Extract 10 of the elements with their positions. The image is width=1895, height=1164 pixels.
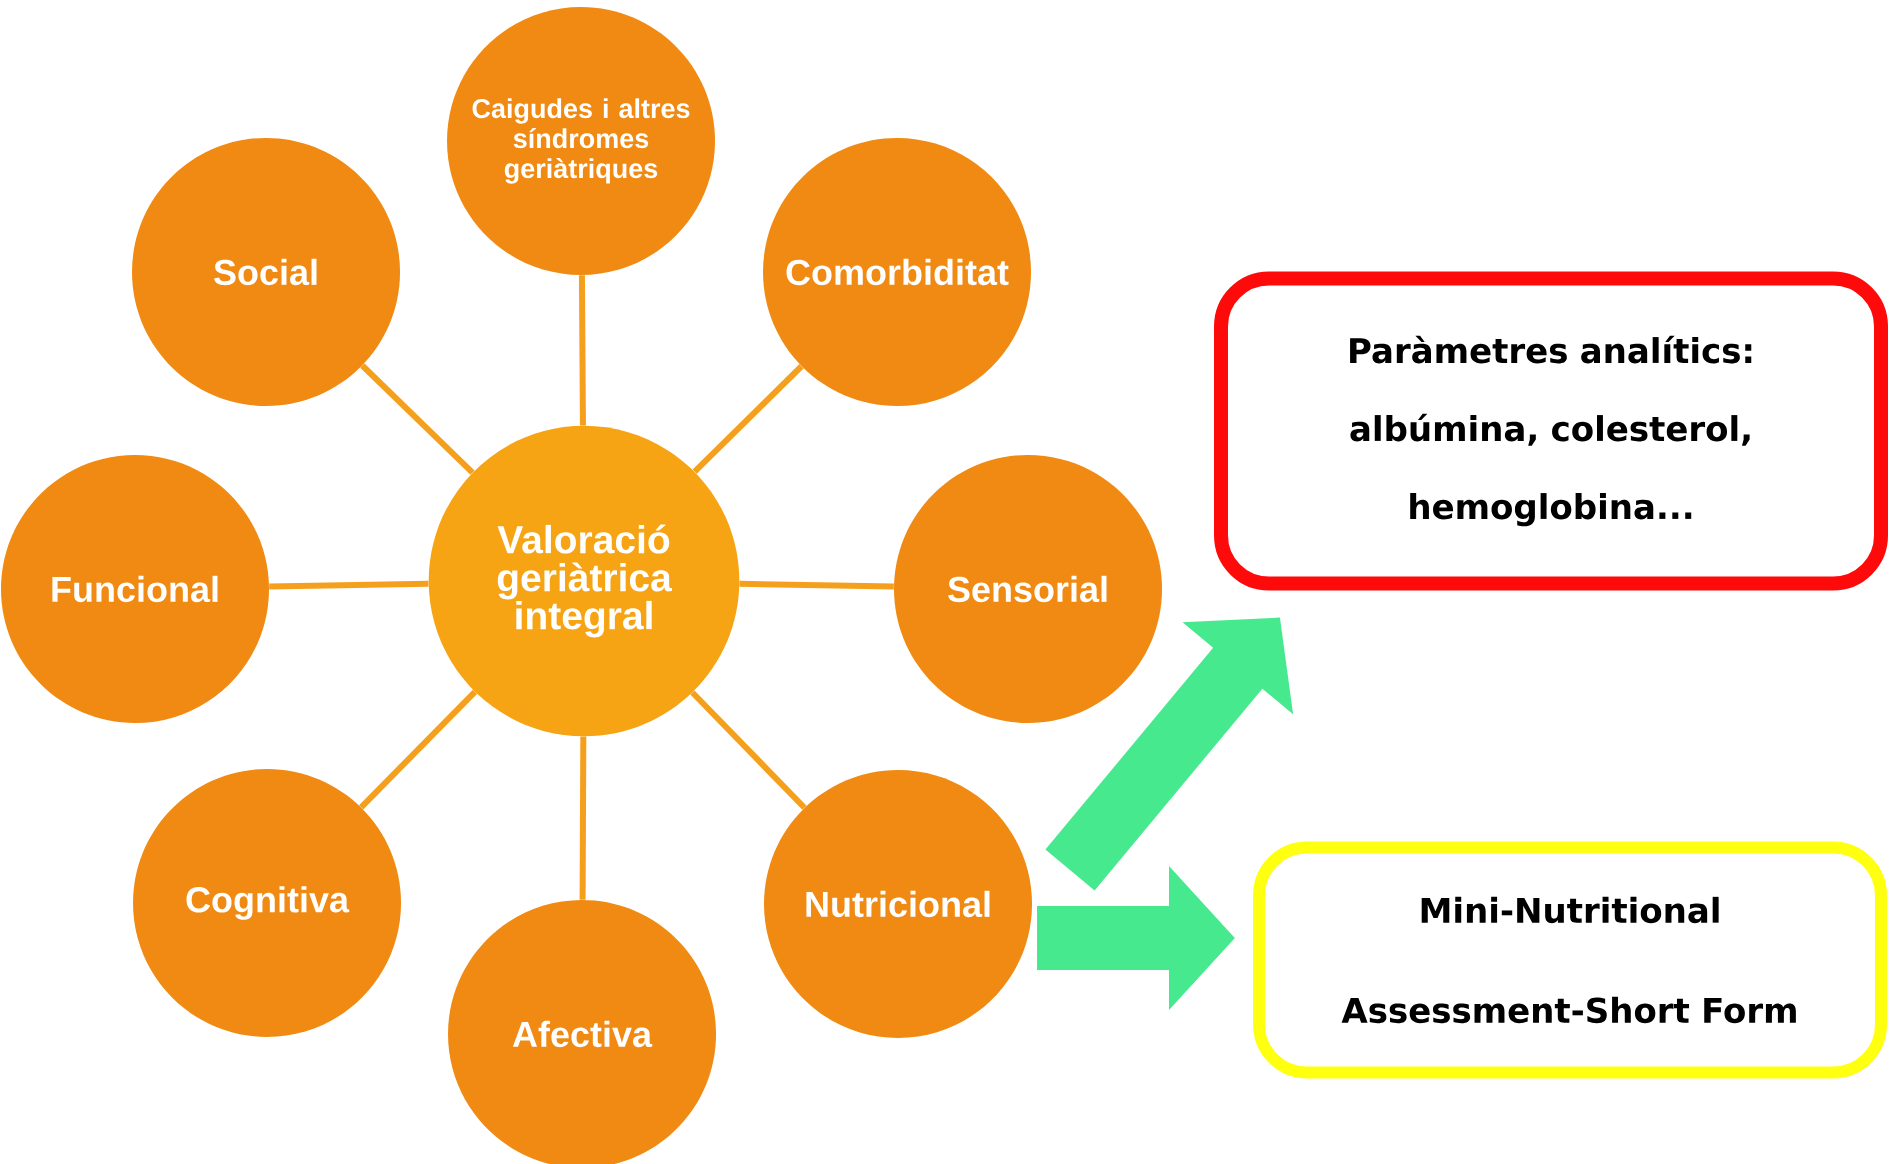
connector-line [739, 580, 894, 590]
connector-line [359, 689, 478, 810]
connector-line [579, 736, 587, 900]
connector-line [578, 275, 586, 426]
connector-line [269, 580, 429, 590]
connector-line [360, 363, 475, 475]
connector-line [692, 364, 804, 474]
text-box: Mini-Nutritional Assessment-Short Form [1253, 841, 1887, 1079]
connector-line [690, 690, 807, 810]
text-box: Paràmetres analítics: albúmina, colesterol, hemoglobina... [1214, 271, 1888, 591]
